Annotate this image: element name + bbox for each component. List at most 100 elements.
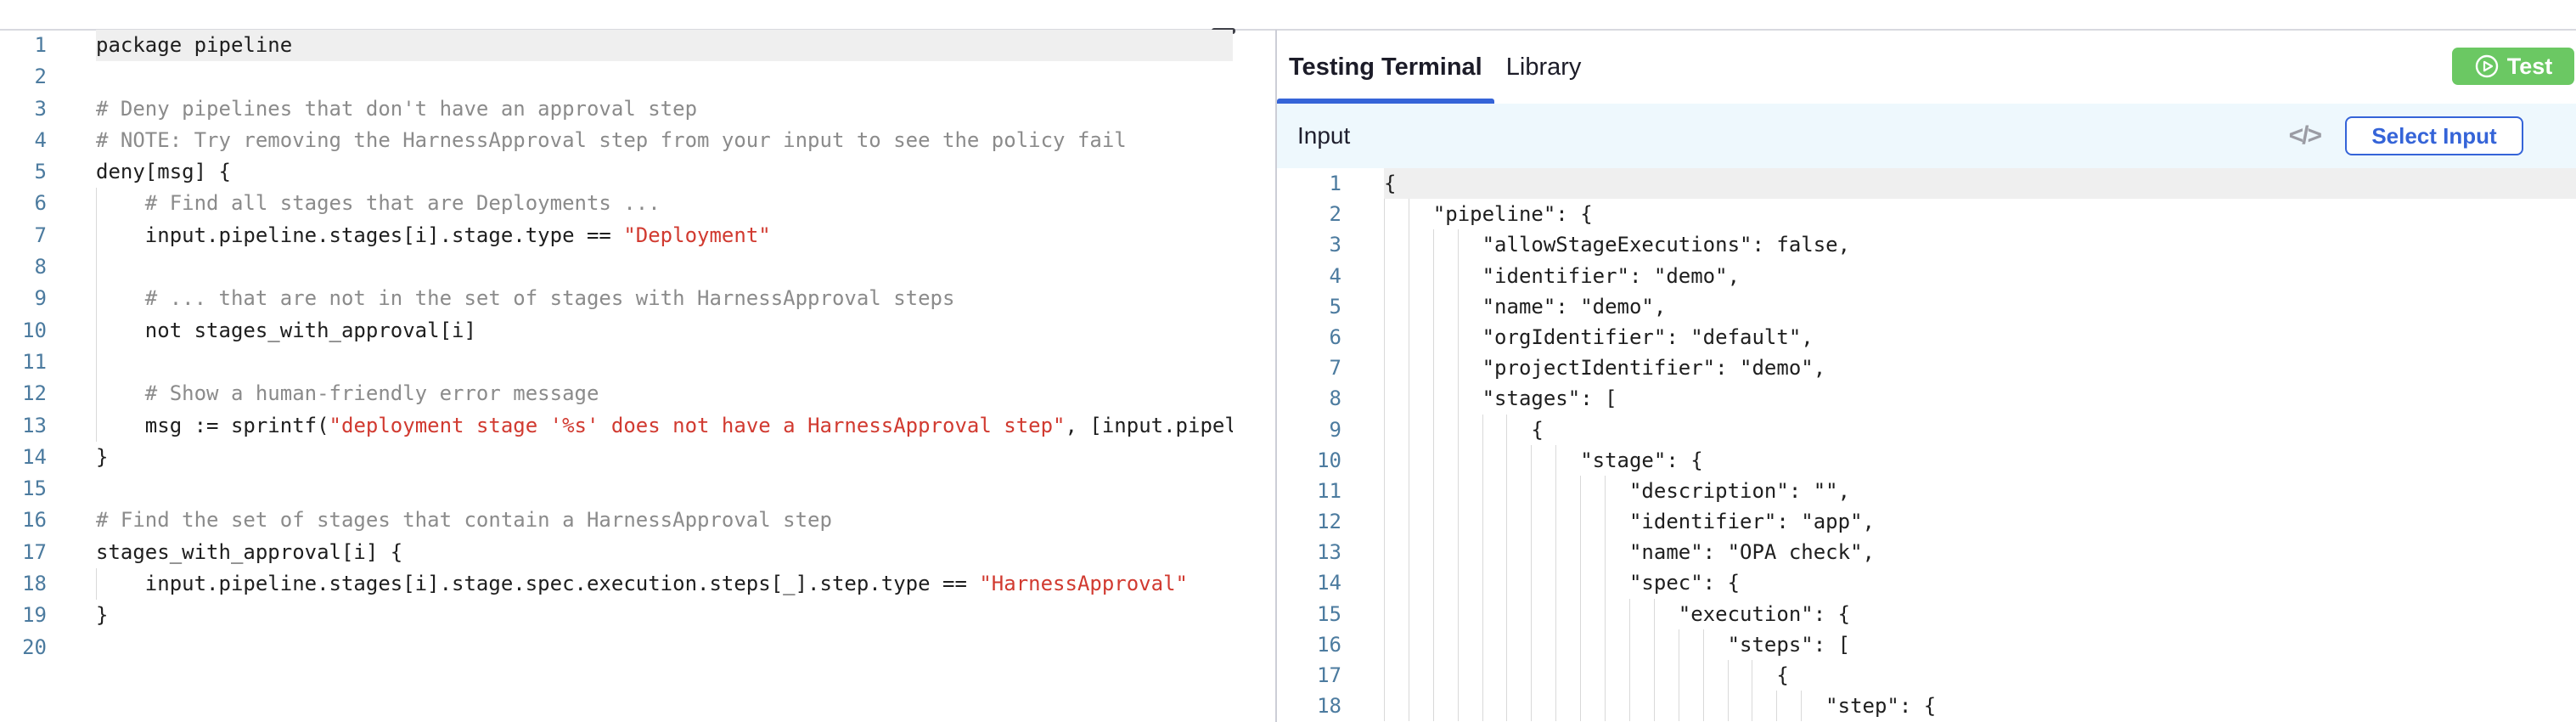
code-line[interactable]: 2 [0, 61, 1233, 93]
code-line[interactable]: 12 "identifier": "app", [1277, 506, 2576, 538]
indent-guide [1555, 598, 1557, 629]
code-line[interactable]: 17 { [1277, 660, 2576, 691]
code-line[interactable]: 3 "allowStageExecutions": false, [1277, 229, 2576, 261]
code-line[interactable]: 12 # Show a human-friendly error message [0, 378, 1233, 410]
line-number: 2 [34, 65, 47, 89]
indent-guide [1605, 567, 1606, 599]
indent-guide [1531, 444, 1533, 476]
panel-top-border [0, 29, 2576, 31]
code-line[interactable]: 7 "projectIdentifier": "demo", [1277, 353, 2576, 384]
code-line[interactable]: 4# NOTE: Try removing the HarnessApprova… [0, 125, 1233, 156]
code-line[interactable]: 6 # Find all stages that are Deployments… [0, 188, 1233, 220]
input-json-editor[interactable]: 1{2 "pipeline": {3 "allowStageExecutions… [1277, 168, 2576, 722]
code-line[interactable]: 19} [0, 600, 1233, 631]
indent-guide [1432, 660, 1434, 691]
code-line[interactable]: 16 "steps": [ [1277, 629, 2576, 660]
code-line[interactable]: 14 "spec": { [1277, 567, 2576, 599]
code-view-icon[interactable]: </> [2288, 121, 2322, 149]
code-line[interactable]: 15 "execution": { [1277, 598, 2576, 629]
code-line[interactable]: 18 input.pipeline.stages[i].stage.spec.e… [0, 568, 1233, 601]
indent-guide [1555, 691, 1557, 722]
code-text: } [96, 603, 109, 628]
code-line[interactable]: 18 "step": { [1277, 691, 2576, 722]
line-number: 7 [1329, 356, 1341, 381]
line-number: 5 [34, 160, 47, 184]
indent-guide [1605, 660, 1606, 691]
indent-guide [1555, 629, 1557, 660]
tab-testing-terminal[interactable]: Testing Terminal [1277, 31, 1494, 104]
code-line[interactable]: 13 msg := sprintf("deployment stage '%s'… [0, 409, 1233, 442]
select-input-button[interactable]: Select Input [2345, 116, 2523, 155]
testing-terminal-tabs: Testing Terminal Library Test [1277, 31, 2576, 104]
code-line[interactable]: 10 "stage": { [1277, 444, 2576, 476]
indent-guide [1384, 383, 1385, 415]
code-line[interactable]: 11 [0, 346, 1233, 379]
code-line[interactable]: 15 [0, 473, 1233, 505]
indent-guide [1727, 691, 1729, 722]
line-number: 8 [1329, 386, 1341, 411]
line-number: 8 [34, 255, 47, 279]
code-line[interactable]: 6 "orgIdentifier": "default", [1277, 321, 2576, 353]
indent-guide [1457, 444, 1459, 476]
indent-guide [1555, 444, 1557, 476]
code-line[interactable]: 8 [0, 251, 1233, 284]
code-line[interactable]: 11 "description": "", [1277, 475, 2576, 507]
line-number: 11 [1317, 478, 1341, 503]
indent-guide [1605, 691, 1606, 722]
indent-guide [1482, 414, 1483, 445]
indent-guide [1628, 691, 1630, 722]
indent-guide [1702, 691, 1704, 722]
code-line[interactable]: 1{ [1277, 168, 2576, 200]
code-line[interactable]: 9 { [1277, 414, 2576, 445]
line-number: 6 [34, 191, 47, 216]
code-line[interactable]: 8 "stages": [ [1277, 383, 2576, 415]
code-text: not stages_with_approval[i] [144, 318, 476, 342]
line-number: 18 [1317, 694, 1341, 719]
indent-guide [1506, 660, 1508, 691]
code-line[interactable]: 10 not stages_with_approval[i] [0, 314, 1233, 347]
code-line[interactable]: 5 "name": "demo", [1277, 290, 2576, 322]
indent-guide [1628, 660, 1630, 691]
indent-guide [1384, 290, 1385, 322]
tab-library[interactable]: Library [1494, 31, 1594, 104]
test-button[interactable]: Test [2452, 48, 2574, 85]
indent-guide [1605, 537, 1606, 568]
indent-guide [1432, 290, 1434, 322]
current-line-highlight [1384, 168, 2576, 200]
play-icon [2474, 54, 2500, 79]
line-number: 5 [1329, 294, 1341, 319]
indent-guide [1531, 598, 1533, 629]
indent-guide [1605, 598, 1606, 629]
code-line[interactable]: 7 input.pipeline.stages[i].stage.type ==… [0, 219, 1233, 252]
line-number: 6 [1329, 324, 1341, 349]
code-line[interactable]: 14} [0, 442, 1233, 473]
indent-guide [1432, 475, 1434, 507]
code-line[interactable]: 4 "identifier": "demo", [1277, 260, 2576, 291]
code-line[interactable]: 13 "name": "OPA check", [1277, 537, 2576, 568]
tab-label: Library [1505, 54, 1582, 81]
indent-guide [1432, 629, 1434, 660]
indent-guide [1506, 598, 1508, 629]
code-line[interactable]: 3# Deny pipelines that don't have an app… [0, 93, 1233, 125]
line-number: 17 [22, 539, 47, 564]
indent-guide [1457, 260, 1459, 291]
code-line[interactable]: 20 [0, 632, 1233, 663]
code-text: input.pipeline.stages[i].stage.spec.exec… [144, 572, 980, 596]
indent-guide [96, 283, 97, 315]
indent-guide [1482, 567, 1483, 599]
indent-guide [1628, 629, 1630, 660]
code-line[interactable]: 16# Find the set of stages that contain … [0, 505, 1233, 536]
code-line[interactable]: 2 "pipeline": { [1277, 199, 2576, 230]
code-line[interactable]: 9 # ... that are not in the set of stage… [0, 283, 1233, 315]
indent-guide [1457, 383, 1459, 415]
indent-guide [1801, 691, 1803, 722]
indent-guide [1432, 353, 1434, 384]
indent-guide [1580, 598, 1582, 629]
indent-guide [1432, 691, 1434, 722]
line-number: 10 [1317, 448, 1341, 472]
panel-divider[interactable] [1275, 30, 1277, 722]
